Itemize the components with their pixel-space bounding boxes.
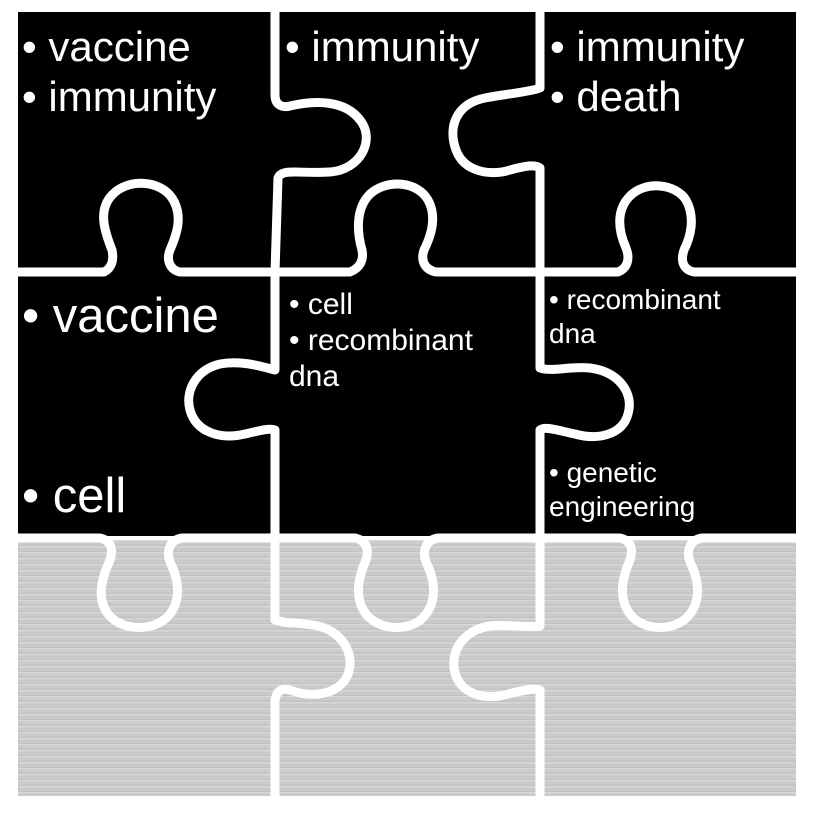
border-vertical-left	[270, 10, 371, 273]
piece-top-right-item: • immunity	[550, 23, 745, 70]
piece-middle-right-item: engineering	[549, 490, 696, 522]
piece-middle-left-item: • cell	[22, 469, 127, 523]
piece-top-left-item: • vaccine	[22, 23, 191, 70]
black-region	[16, 10, 798, 536]
border-vertical-right-mid	[535, 272, 634, 536]
border-vertical-right	[448, 10, 545, 272]
piece-top-right-item: • death	[550, 73, 682, 121]
piece-top-right-label: • immunity • death	[550, 22, 744, 123]
piece-center-label: • cell • recombinant dna	[289, 287, 473, 395]
piece-center-item: • recombinant	[289, 324, 473, 357]
piece-top-middle-label: • immunity	[285, 22, 479, 72]
piece-center-item: dna	[289, 360, 340, 393]
border-vertical-right-low	[449, 536, 545, 798]
border-horizontal-top	[16, 178, 798, 277]
piece-middle-left-bottom-label: • cell	[22, 472, 126, 521]
piece-top-left-label: • vaccine • immunity	[22, 22, 216, 123]
piece-middle-right-item: • genetic	[549, 457, 657, 488]
metal-row	[16, 540, 798, 798]
piece-middle-left-item: • vaccine	[22, 289, 219, 343]
piece-top-left-item: • immunity	[22, 73, 217, 121]
border-horizontal-bottom	[16, 533, 798, 632]
piece-center-item: • cell	[289, 288, 353, 321]
piece-middle-right-bottom-label: • genetic engineering	[549, 456, 695, 523]
piece-borders	[14, 8, 800, 800]
piece-top-middle-item: • immunity	[285, 23, 480, 70]
piece-middle-right-item: dna	[549, 317, 596, 349]
board-frame	[14, 8, 800, 800]
piece-middle-left-top-label: • vaccine	[22, 292, 219, 341]
border-vertical-left-low	[270, 536, 355, 798]
piece-middle-right-item: • recombinant	[549, 284, 721, 315]
border-vertical-left-mid	[184, 272, 280, 536]
piece-middle-right-top-label: • recombinant dna	[549, 283, 721, 350]
